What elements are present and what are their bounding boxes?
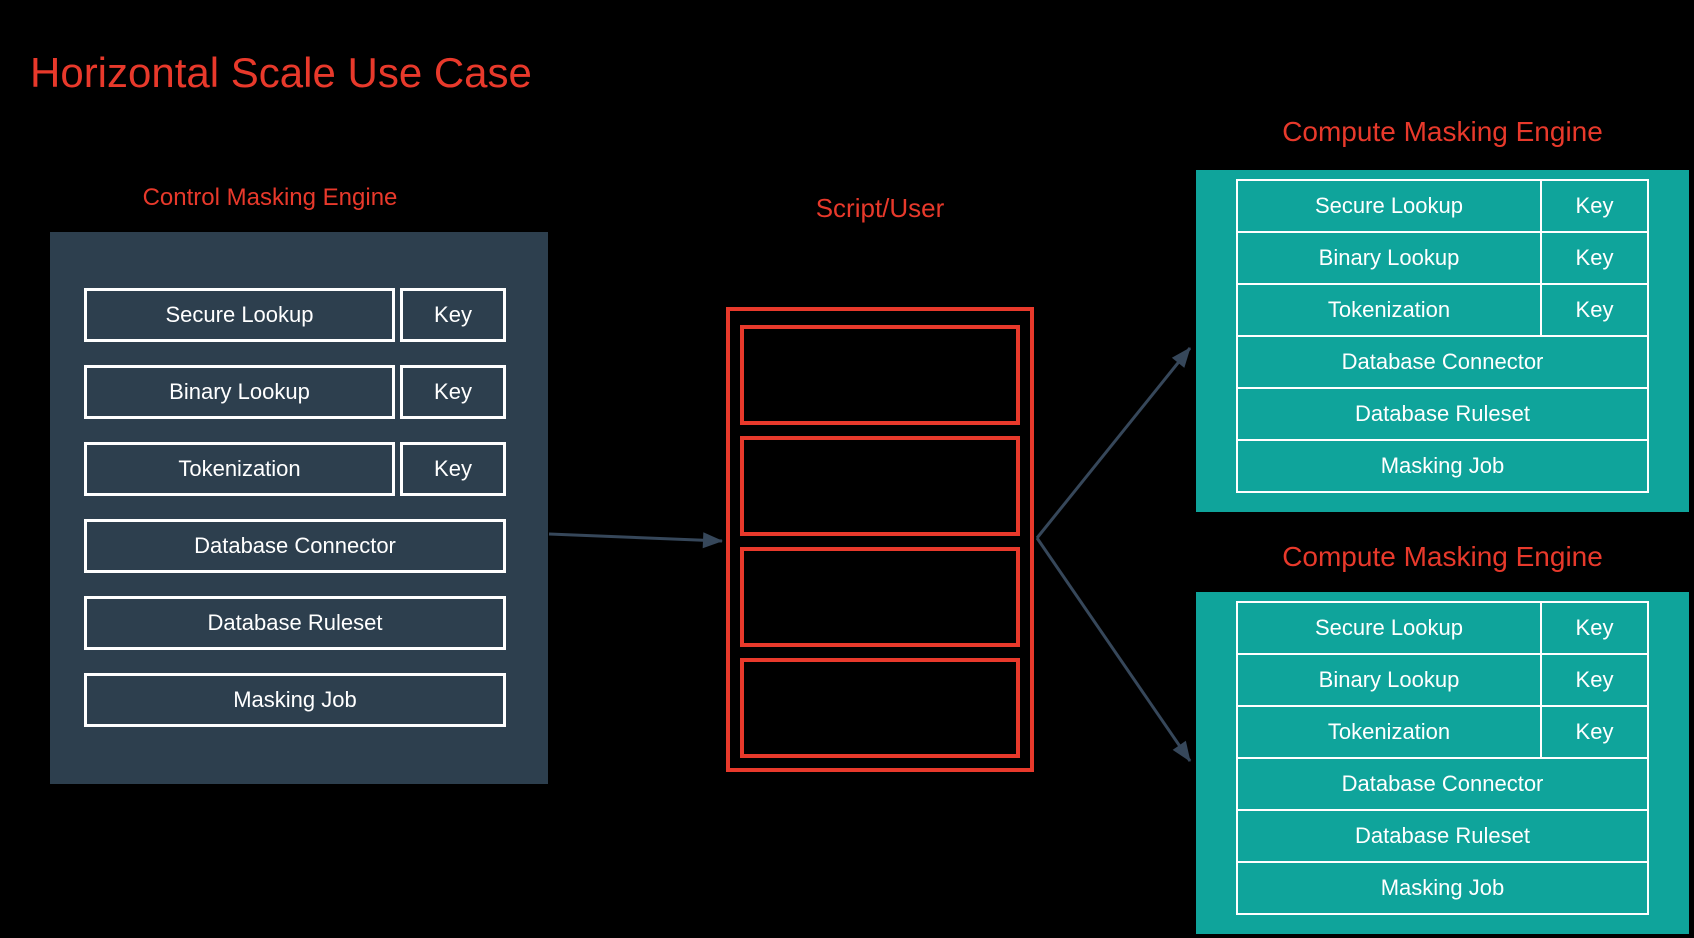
row-key-cell: Key — [400, 288, 506, 342]
row-name-cell: Masking Job — [1380, 875, 1505, 900]
row-name-cell: Database Connector — [1341, 349, 1544, 374]
row-secure-lookup: Secure Lookup Key — [1236, 179, 1649, 233]
script-user-box — [726, 307, 1034, 772]
row-secure-lookup: Secure Lookup Key — [1236, 601, 1649, 655]
row-key-cell: Key — [400, 442, 506, 496]
row-name-cell: Tokenization — [84, 442, 395, 496]
row-key-cell: Key — [1540, 655, 1647, 705]
row-name-cell: Database Ruleset — [1355, 401, 1530, 426]
row-name-cell: Binary Lookup — [1318, 245, 1460, 270]
row-name-cell: Database Connector — [1341, 771, 1544, 796]
compute-engine-2-label: Compute Masking Engine — [1282, 541, 1603, 572]
script-slot — [740, 547, 1020, 647]
row-database-connector: Database Connector — [1236, 335, 1649, 389]
row-key-cell: Key — [1540, 603, 1647, 653]
row-key-cell: Key — [1540, 707, 1647, 757]
script-user-label: Script/User — [815, 193, 945, 223]
row-database-ruleset: Database Ruleset — [1236, 809, 1649, 863]
compute-engine-2-rows: Secure Lookup Key Binary Lookup Key Toke… — [1236, 601, 1649, 915]
row-name-cell: Secure Lookup — [1315, 193, 1463, 218]
row-binary-lookup: Binary Lookup Key — [1236, 231, 1649, 285]
control-engine-label: Control Masking Engine — [142, 184, 398, 211]
row-database-ruleset: Database Ruleset — [1236, 387, 1649, 441]
row-name-cell: Masking Job — [1380, 453, 1505, 478]
compute-engine-2-box: Secure Lookup Key Binary Lookup Key Toke… — [1196, 592, 1689, 934]
row-key-cell: Key — [1540, 285, 1647, 335]
row-tokenization: Tokenization Key — [1236, 705, 1649, 759]
row-name-cell: Database Ruleset — [1355, 823, 1530, 848]
row-secure-lookup: Secure Lookup Key — [84, 288, 506, 342]
script-slot — [740, 325, 1020, 425]
compute-engine-1-label: Compute Masking Engine — [1282, 116, 1603, 147]
arrow-script-to-compute-2 — [1035, 537, 1192, 762]
compute-engine-1-rows: Secure Lookup Key Binary Lookup Key Toke… — [1236, 179, 1649, 493]
row-tokenization: Tokenization Key — [84, 442, 506, 496]
page-title: Horizontal Scale Use Case — [30, 49, 532, 96]
row-key-cell: Key — [1540, 233, 1647, 283]
script-slot — [740, 436, 1020, 536]
row-database-connector: Database Connector — [84, 519, 506, 573]
control-engine-box: Secure Lookup Key Binary Lookup Key Toke… — [50, 232, 548, 784]
row-name-cell: Secure Lookup — [84, 288, 395, 342]
arrow-control-to-script — [548, 532, 723, 549]
row-name-cell: Database Ruleset — [84, 596, 506, 650]
script-slot — [740, 658, 1020, 758]
row-name-cell: Tokenization — [1327, 719, 1451, 744]
control-engine-rows: Secure Lookup Key Binary Lookup Key Toke… — [84, 288, 506, 750]
row-database-connector: Database Connector — [1236, 757, 1649, 811]
row-masking-job: Masking Job — [84, 673, 506, 727]
row-name-cell: Tokenization — [1327, 297, 1451, 322]
row-key-cell: Key — [400, 365, 506, 419]
row-masking-job: Masking Job — [1236, 439, 1649, 493]
row-name-cell: Binary Lookup — [1318, 667, 1460, 692]
row-binary-lookup: Binary Lookup Key — [84, 365, 506, 419]
arrow-script-to-compute-1 — [1035, 347, 1192, 539]
row-name-cell: Binary Lookup — [84, 365, 395, 419]
row-name-cell: Masking Job — [84, 673, 506, 727]
row-tokenization: Tokenization Key — [1236, 283, 1649, 337]
row-masking-job: Masking Job — [1236, 861, 1649, 915]
row-database-ruleset: Database Ruleset — [84, 596, 506, 650]
row-name-cell: Database Connector — [84, 519, 506, 573]
row-name-cell: Secure Lookup — [1315, 615, 1463, 640]
row-binary-lookup: Binary Lookup Key — [1236, 653, 1649, 707]
row-key-cell: Key — [1540, 181, 1647, 231]
compute-engine-1-box: Secure Lookup Key Binary Lookup Key Toke… — [1196, 170, 1689, 512]
